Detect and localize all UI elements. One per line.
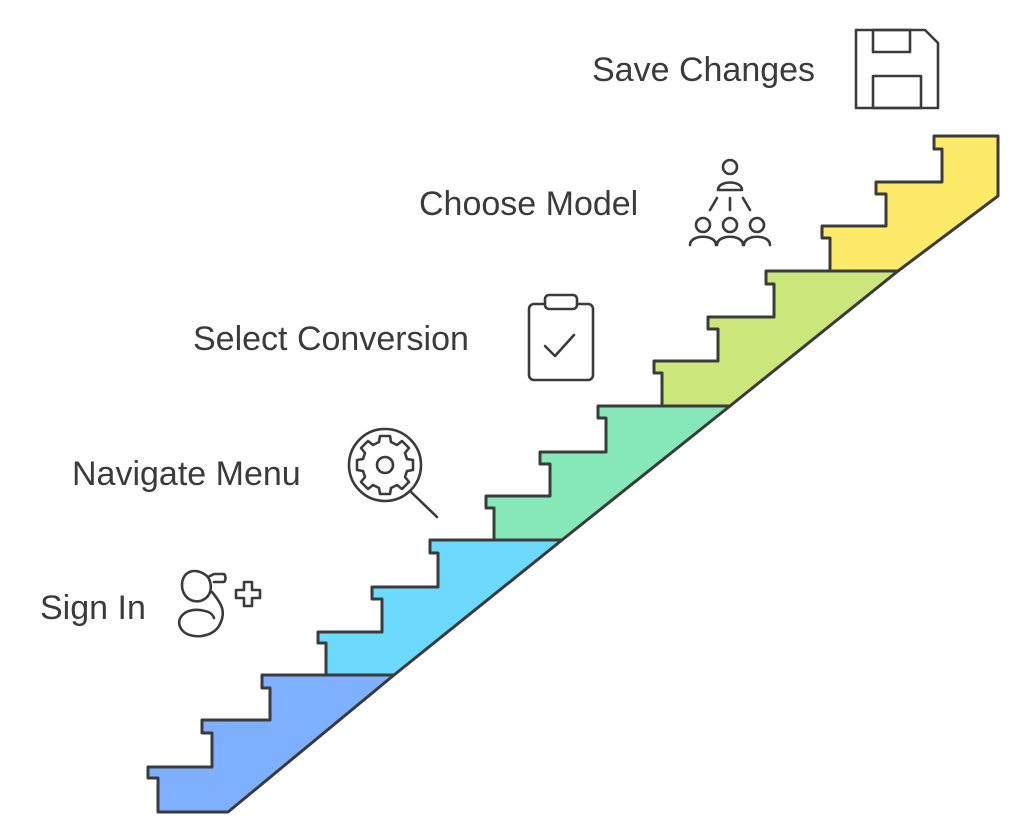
stair-segment-choose-model (652, 269, 900, 408)
step-label-select-conversion: Select Conversion (193, 320, 469, 358)
floppy-disk-icon (854, 28, 940, 110)
step-label-navigate-menu: Navigate Menu (72, 455, 301, 493)
stair-segment-sign-in (146, 673, 396, 814)
presenter-group-icon (688, 158, 772, 247)
google-plus-icon (177, 569, 262, 638)
gear-search-icon (347, 427, 439, 519)
step-label-save-changes: Save Changes (592, 51, 816, 89)
stair-segment-select-conversion (484, 404, 732, 542)
step-label-sign-in: Sign In (40, 589, 146, 627)
stair-segment-save-changes (820, 134, 1000, 273)
step-label-choose-model: Choose Model (419, 185, 639, 223)
stair-segment-navigate-menu (316, 538, 564, 677)
clipboard-check-icon (527, 293, 595, 382)
